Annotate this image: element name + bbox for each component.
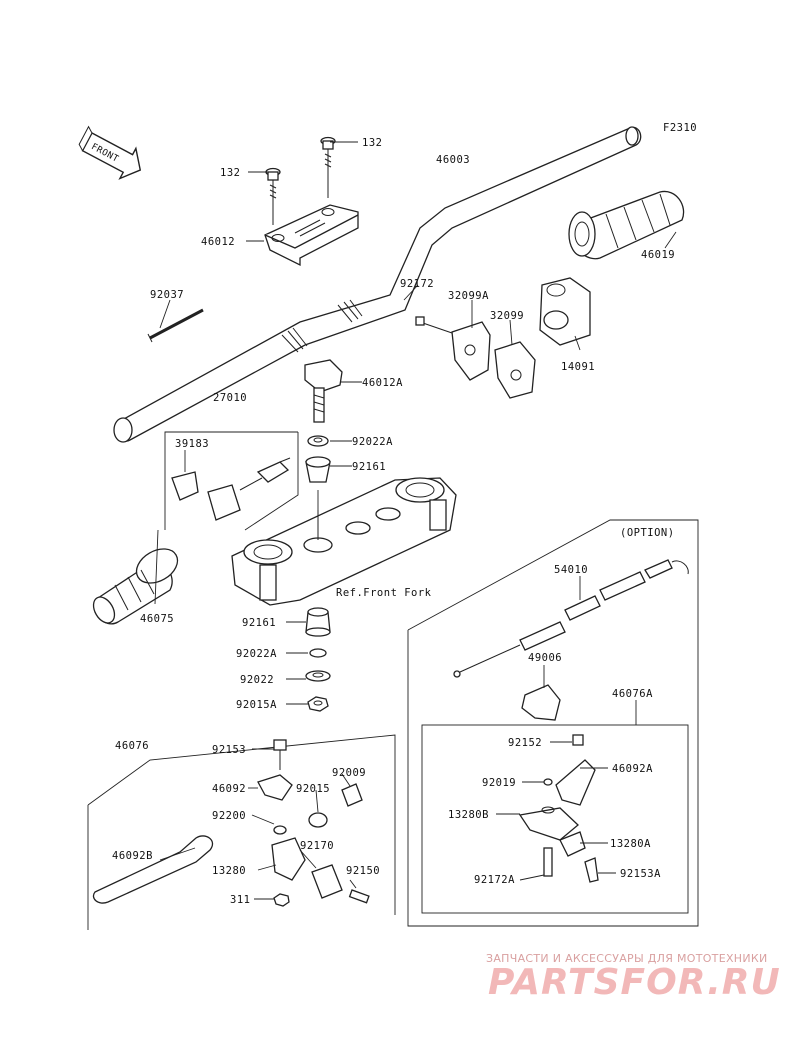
nut-92015A bbox=[307, 696, 329, 712]
label-92161-bottom: 92161 bbox=[242, 617, 276, 629]
damper-92161-bottom bbox=[305, 607, 331, 637]
label-92153: 92153 bbox=[212, 744, 246, 756]
label-13280B: 13280B bbox=[448, 809, 489, 821]
triple-clamp bbox=[231, 477, 457, 606]
label-46012: 46012 bbox=[201, 236, 235, 248]
ref-front-fork: Ref.Front Fork bbox=[336, 587, 432, 599]
throttle-housing bbox=[415, 316, 536, 399]
label-13280: 13280 bbox=[212, 865, 246, 877]
label-92019: 92019 bbox=[482, 777, 516, 789]
label-92022A-top: 92022A bbox=[352, 436, 393, 448]
label-46092B: 46092B bbox=[112, 850, 153, 862]
label-92170: 92170 bbox=[300, 840, 334, 852]
label-39183: 39183 bbox=[175, 438, 209, 450]
damper-92161-top bbox=[305, 456, 331, 483]
washer-92022 bbox=[305, 670, 331, 682]
handlebar-holder-upper bbox=[264, 204, 359, 267]
grip-left bbox=[92, 548, 179, 625]
label-92200: 92200 bbox=[212, 810, 246, 822]
label-32099A: 32099A bbox=[448, 290, 489, 302]
leader-lines bbox=[154, 141, 677, 900]
watermark-logo: PARTSFOR.RU bbox=[488, 962, 781, 1003]
label-92172A: 92172A bbox=[474, 874, 515, 886]
figure-code: F2310 bbox=[663, 122, 697, 134]
label-92153A: 92153A bbox=[620, 868, 661, 880]
washer-92022A-bottom bbox=[309, 648, 327, 658]
label-13280A: 13280A bbox=[610, 838, 651, 850]
lever-group-46076 bbox=[87, 734, 396, 930]
label-92037: 92037 bbox=[150, 289, 184, 301]
switch-group-27010 bbox=[164, 431, 299, 531]
option-frame: (OPTION) bbox=[407, 519, 699, 927]
label-92009: 92009 bbox=[332, 767, 366, 779]
label-132-left: 132 bbox=[220, 167, 240, 179]
label-27010: 27010 bbox=[213, 392, 247, 404]
label-311: 311 bbox=[230, 894, 250, 906]
front-arrow-icon: FRONT bbox=[78, 125, 142, 180]
label-46019: 46019 bbox=[641, 249, 675, 261]
label-32099: 32099 bbox=[490, 310, 524, 322]
label-92172: 92172 bbox=[400, 278, 434, 290]
label-132-right: 132 bbox=[362, 137, 382, 149]
label-14091: 14091 bbox=[561, 361, 595, 373]
label-46076: 46076 bbox=[115, 740, 149, 752]
cable-holder-49006 bbox=[521, 684, 561, 721]
washer-92022A-top bbox=[307, 435, 329, 447]
bolt-132-left bbox=[265, 167, 281, 225]
label-54010: 54010 bbox=[554, 564, 588, 576]
label-46003: 46003 bbox=[436, 154, 470, 166]
label-46076A: 46076A bbox=[612, 688, 653, 700]
label-49006: 49006 bbox=[528, 652, 562, 664]
handlebar bbox=[113, 126, 642, 443]
label-92022A-bottom: 92022A bbox=[236, 648, 277, 660]
label-92015A: 92015A bbox=[236, 699, 277, 711]
option-label: (OPTION) bbox=[620, 527, 675, 539]
label-92152: 92152 bbox=[508, 737, 542, 749]
label-46092A: 46092A bbox=[612, 763, 653, 775]
cable-54010 bbox=[453, 559, 689, 678]
pin-92037 bbox=[147, 308, 204, 343]
label-92022: 92022 bbox=[240, 674, 274, 686]
label-46092: 46092 bbox=[212, 783, 246, 795]
label-46012A: 46012A bbox=[362, 377, 403, 389]
label-92161-top: 92161 bbox=[352, 461, 386, 473]
label-46075: 46075 bbox=[140, 613, 174, 625]
label-92015: 92015 bbox=[296, 783, 330, 795]
handlebar-holder-lower bbox=[304, 359, 343, 423]
label-92150: 92150 bbox=[346, 865, 380, 877]
bolt-132-right bbox=[320, 136, 336, 198]
lever-bracket-46076A bbox=[518, 734, 599, 883]
watermark-caption: ЗАПЧАСТИ И АКСЕССУАРЫ ДЛЯ МОТОТЕХНИКИ bbox=[486, 952, 768, 965]
throttle-cover bbox=[539, 277, 591, 346]
grip-right bbox=[568, 190, 685, 260]
